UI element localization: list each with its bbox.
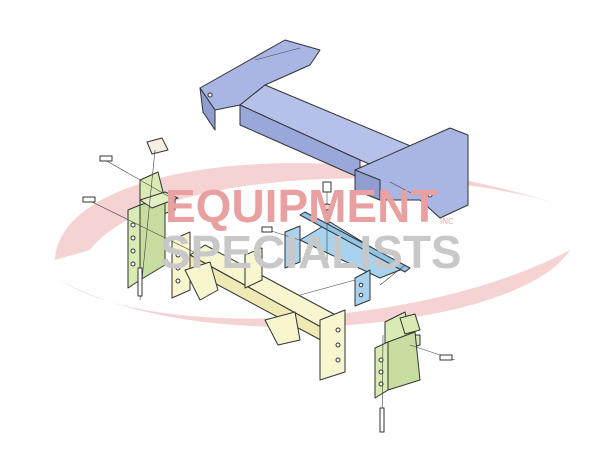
watermark-suffix: INC bbox=[440, 217, 454, 226]
top-plate bbox=[146, 137, 169, 155]
bolt bbox=[379, 407, 385, 433]
bolts bbox=[82, 92, 456, 433]
watermark-swoosh-bottom bbox=[60, 250, 570, 328]
washer bbox=[321, 203, 333, 211]
bolt bbox=[322, 181, 332, 193]
bolt bbox=[137, 267, 143, 297]
right-mount-bracket bbox=[374, 311, 421, 399]
bolt bbox=[439, 354, 453, 361]
watermark-swooshes bbox=[55, 163, 570, 328]
center-support-bracket bbox=[284, 211, 411, 307]
crossmember-receiver bbox=[171, 231, 346, 381]
left-mount-bracket bbox=[127, 137, 179, 289]
bolt bbox=[82, 196, 96, 203]
watermark-swoosh-top bbox=[55, 163, 560, 260]
bolt bbox=[99, 155, 113, 162]
bolt bbox=[261, 226, 273, 233]
vehicle-frame bbox=[199, 39, 469, 219]
